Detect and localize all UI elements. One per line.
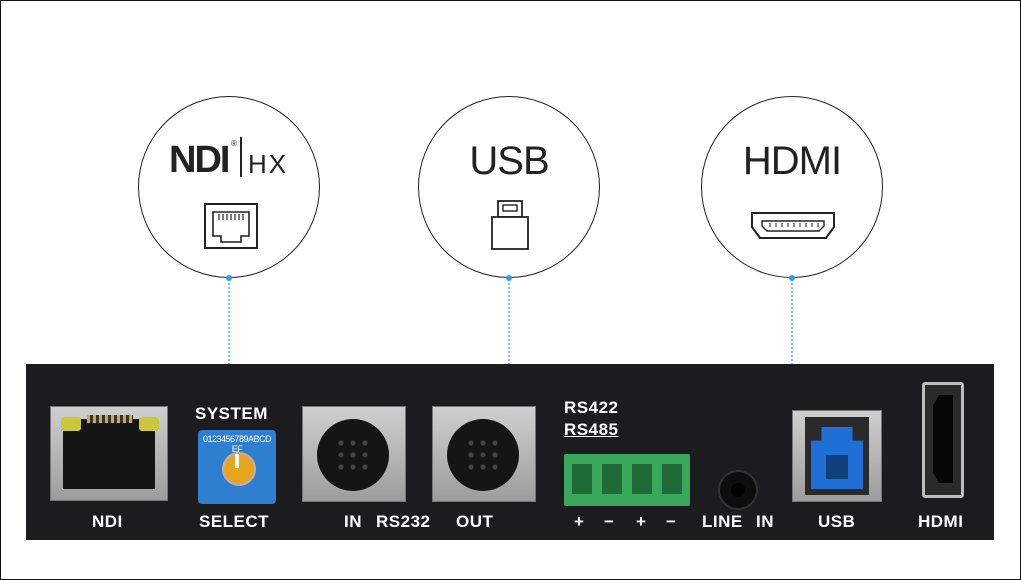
usb-port-label: USB [818, 512, 856, 531]
ethernet-port-icon [204, 203, 258, 249]
usb-b-port-icon [491, 200, 529, 250]
ndi-hx-logo: NDI ® HX [169, 137, 299, 181]
line-in-label: IN [756, 512, 774, 531]
rs422-terminal-block[interactable] [564, 454, 690, 506]
device-rear-panel: NDI SYSTEM 0123456789ABCDEF SELECT IN RS… [26, 364, 994, 540]
terminal-sign-4: − [666, 512, 677, 531]
usb-callout: USB [418, 96, 600, 278]
ndi-callout: NDI ® HX [138, 96, 320, 278]
hdmi-leader-line [791, 279, 941, 421]
line-label: LINE [702, 512, 743, 531]
rs232-out-label: OUT [456, 512, 494, 531]
hdmi-callout-dot [789, 275, 795, 281]
rs485-label: RS485 [564, 420, 619, 439]
ethernet-contact-strip [87, 415, 133, 423]
rs232-in-port[interactable] [302, 406, 406, 502]
hdmi-port-label: HDMI [918, 512, 964, 531]
rs422-label: RS422 [564, 398, 619, 417]
hdmi-port[interactable] [922, 382, 964, 498]
usb-b-port[interactable] [792, 410, 882, 502]
ethernet-led-left [61, 417, 81, 431]
ndi-ethernet-port[interactable] [50, 406, 168, 501]
ndi-brand: NDI [169, 139, 230, 181]
hdmi-callout-label: HDMI [742, 139, 842, 183]
rs232-out-socket [447, 419, 519, 491]
terminal-sign-1: + [574, 512, 585, 531]
dial-pointer [235, 454, 239, 468]
ndi-port-label: NDI [92, 512, 123, 531]
dial-knob [222, 452, 256, 486]
ethernet-led-right [139, 417, 159, 431]
hdmi-callout: HDMI [701, 96, 883, 278]
hdmi-port-opening [933, 395, 953, 483]
usb-port-insert [826, 455, 848, 479]
terminal-sign-3: + [636, 512, 647, 531]
usb-callout-dot [506, 275, 512, 281]
rs232-in-socket [317, 419, 389, 491]
ndi-registered-mark: ® [231, 139, 237, 148]
rs232-out-port[interactable] [432, 406, 536, 502]
system-label: SYSTEM [195, 404, 268, 423]
usb-callout-label: USB [469, 139, 549, 183]
select-label: SELECT [199, 512, 270, 531]
dial-hex-characters: 0123456789ABCDEF [202, 434, 272, 454]
ndi-callout-dot [226, 275, 232, 281]
system-select-dial[interactable]: 0123456789ABCDEF [198, 430, 276, 504]
rs232-in-label: IN [344, 512, 362, 531]
hdmi-port-icon [751, 212, 835, 239]
ndi-hx-suffix: HX [248, 149, 289, 179]
rs232-label: RS232 [376, 512, 431, 531]
ndi-divider [240, 137, 242, 177]
terminal-sign-2: − [604, 512, 615, 531]
line-in-jack[interactable] [718, 470, 758, 510]
